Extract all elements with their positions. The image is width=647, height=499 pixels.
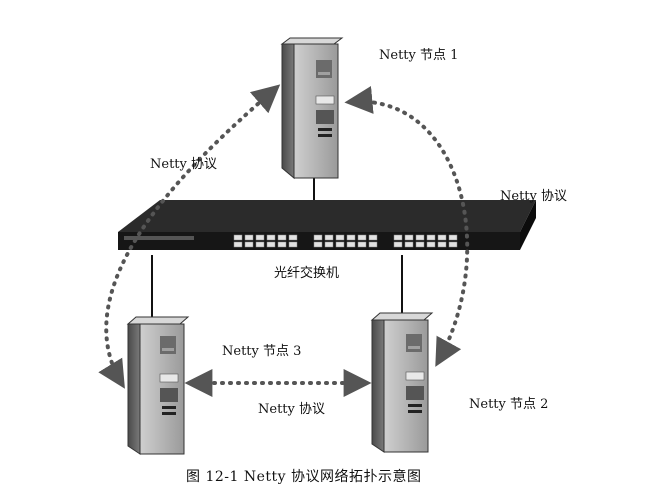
protocol-label-right: Netty 协议	[500, 189, 567, 204]
server-tower-node-2	[370, 312, 434, 453]
node-3-label: Netty 节点 3	[222, 344, 302, 359]
protocol-label-bottom: Netty 协议	[258, 402, 325, 417]
node-2-label: Netty 节点 2	[469, 397, 549, 412]
protocol-arrow-right	[344, 86, 470, 367]
fiber-switch	[118, 200, 536, 250]
switch-label: 光纤交换机	[274, 266, 340, 281]
server-tower-node-3	[126, 316, 190, 455]
node-1-label: Netty 节点 1	[379, 48, 459, 63]
protocol-label-left: Netty 协议	[150, 157, 217, 172]
server-tower-node-1	[280, 37, 344, 180]
figure-caption: 图 12-1 Netty 协议网络拓扑示意图	[186, 469, 422, 485]
protocol-arrow-left	[98, 84, 281, 389]
